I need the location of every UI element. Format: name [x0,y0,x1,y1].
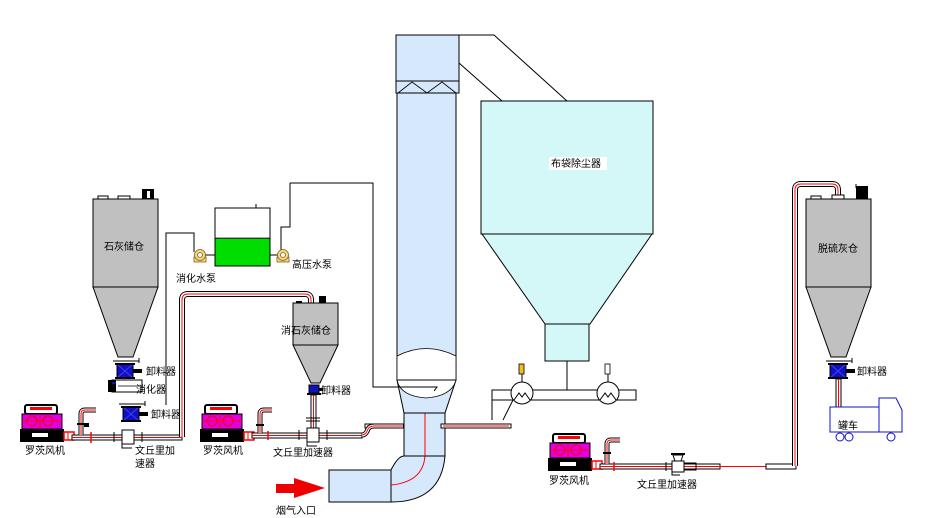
tanker-truck-label: 罐车 [838,419,858,432]
slaking-water-pump-icon[interactable] [193,249,207,263]
venturi-1-label-line1: 文丘里加 [135,444,175,457]
tanker-truck [829,397,903,442]
lime-silo-label: 石灰储仓 [104,240,144,253]
rotary-valve-1[interactable] [510,363,534,405]
feeder-2-label: 卸料器 [151,408,181,421]
ash-return-line [491,361,637,421]
slaker-label: 消化器 [136,383,166,396]
water-tank [214,204,271,267]
feeder-3-label: 卸料器 [321,384,351,397]
high-pressure-pump-icon[interactable] [276,249,290,263]
hydrated-lime-silo [292,296,339,384]
blower-2-icon[interactable] [199,404,255,443]
water-lines [165,183,291,405]
venturi-1-label-line2: 速器 [135,458,155,470]
blower-2-label: 罗茨风机 [203,444,243,457]
pipe-to-truck [835,378,842,408]
flue-gas-inlet-arrow [276,478,325,498]
rotary-valve-2[interactable] [596,363,620,405]
water-level-fill [214,237,271,267]
desulf-ash-silo [805,184,872,358]
feeder-4-label: 卸料器 [857,365,887,378]
bag-filter-label: 布袋除尘器 [551,157,601,170]
feeder-1-icon[interactable] [112,357,143,380]
blower-1-icon[interactable] [19,404,75,443]
feeder-4-icon[interactable] [825,357,856,380]
blower-3-label: 罗茨风机 [549,474,589,487]
high-pressure-pump-label: 高压水泵 [292,258,332,271]
venturi-2-label: 文丘里加速器 [273,446,333,459]
venturi-3-icon[interactable] [665,453,697,476]
slaking-water-pump-label: 消化水泵 [176,272,216,285]
flue-gas-inlet-label: 烟气入口 [276,504,316,517]
blower-1-label: 罗茨风机 [25,444,65,457]
hydrated-lime-silo-label: 消石灰储仓 [281,324,331,337]
feeder-3-icon[interactable] [307,384,323,395]
absorber-tower [290,34,568,503]
feeder-2-icon[interactable] [118,400,149,423]
lime-silo [92,189,159,358]
slaker[interactable] [108,379,143,393]
desulf-ash-silo-label: 脱硫灰仓 [818,242,858,255]
feeder-1-label: 卸料器 [146,365,176,378]
pipe-hydrated-down [306,394,320,434]
pipe-line-3 [599,181,841,471]
venturi-3-label: 文丘里加速器 [637,478,697,491]
bag-filter [480,100,654,362]
blower-3-icon[interactable] [547,433,603,472]
